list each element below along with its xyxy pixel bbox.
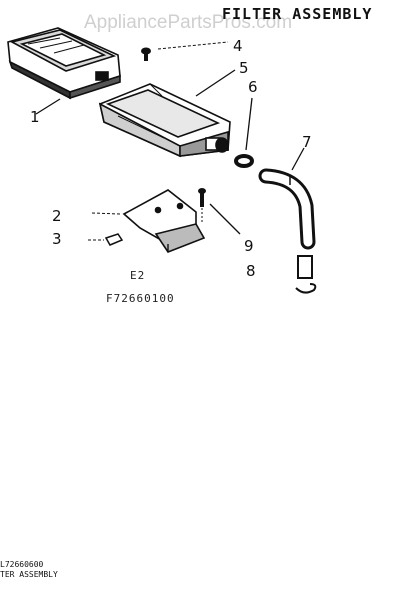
leader-6 <box>245 97 253 151</box>
leader-7 <box>291 147 305 171</box>
leader-9 <box>209 203 241 235</box>
footer-model-number: L72660600 <box>0 560 44 569</box>
diagram-code: E2 <box>130 269 145 282</box>
part-9-screw <box>198 188 206 224</box>
leader-4 <box>157 41 229 50</box>
callout-5: 5 <box>239 59 249 77</box>
leader-1 <box>35 98 61 115</box>
part-2-mounting-bracket <box>122 189 206 253</box>
part-8-hose-end <box>295 255 317 294</box>
part-1-lint-filter <box>7 27 121 100</box>
footer-assembly-name: TER ASSEMBLY <box>0 570 58 579</box>
part-5-filter-housing <box>98 83 231 158</box>
callout-7: 7 <box>302 133 312 151</box>
watermark-text: AppliancePartsPros.com <box>84 12 292 33</box>
callout-4: 4 <box>233 37 243 55</box>
leader-5 <box>195 69 236 97</box>
part-3-clip <box>104 233 124 246</box>
leader-2 <box>91 212 121 215</box>
callout-3: 3 <box>52 230 62 248</box>
part-7-drain-hose <box>258 168 316 250</box>
callout-1: 1 <box>30 108 40 126</box>
callout-6: 6 <box>248 78 258 96</box>
callout-8: 8 <box>246 262 256 280</box>
part-6-hose-clamp <box>234 154 254 168</box>
part-4-screw <box>141 47 151 61</box>
diagram-title: FILTER ASSEMBLY <box>222 5 372 23</box>
callout-2: 2 <box>52 207 62 225</box>
part-number-label: F72660100 <box>106 292 175 305</box>
callout-9: 9 <box>244 237 254 255</box>
